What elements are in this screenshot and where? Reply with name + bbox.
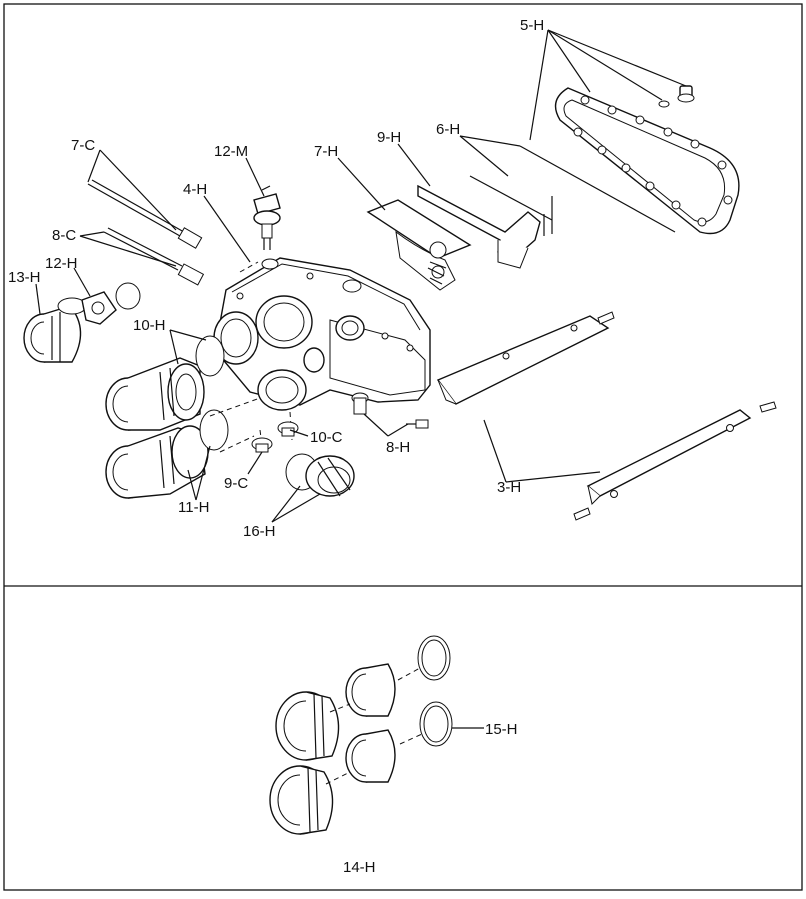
- part-6h-gasket: [469, 145, 676, 234]
- part-4h-valve-body: [213, 257, 431, 411]
- label-11h: 11-H: [178, 499, 209, 516]
- part-7c-cable: [87, 179, 203, 249]
- label-7c: 7-C: [71, 137, 95, 154]
- label-16h: 16-H: [243, 523, 276, 540]
- leader-lines: [35, 29, 687, 523]
- part-12h-fitting: [57, 282, 141, 325]
- label-3h: 3-H: [497, 479, 521, 496]
- part-10c-sensor: [277, 421, 299, 437]
- part-10h-adapter: [105, 335, 225, 431]
- part-9h-bracket: [417, 184, 545, 269]
- label-13h: 13-H: [8, 269, 41, 286]
- part-14h-union-nut-upper: [275, 691, 340, 761]
- label-9h: 9-H: [377, 129, 401, 146]
- part-14h-tailpiece-upper: [345, 663, 396, 717]
- label-5h: 5-H: [520, 17, 544, 34]
- label-12h: 12-H: [45, 255, 78, 272]
- part-15h-o-rings: [417, 635, 453, 747]
- outer-frame: [3, 3, 803, 891]
- part-7h-cover: [366, 199, 472, 291]
- part-8c-cable: [103, 227, 205, 286]
- part-3h-bracket: [436, 311, 777, 521]
- part-14h-tailpiece-lower: [345, 729, 396, 783]
- part-9c-sensor: [251, 437, 273, 453]
- part-labels: 5-H 12-M 7-H 9-H 6-H 7-C 4-H 8-C 12-H 13…: [8, 17, 544, 876]
- alignment-lines-bottom: [325, 667, 484, 785]
- part-5h-cover-plate: [554, 85, 740, 235]
- part-14h-union-nut-lower: [269, 765, 334, 835]
- label-15h: 15-H: [485, 721, 518, 738]
- label-9c: 9-C: [224, 475, 248, 492]
- label-10h: 10-H: [133, 317, 166, 334]
- part-8h-fitting: [351, 392, 429, 429]
- label-6h: 6-H: [436, 121, 460, 138]
- label-8h: 8-H: [386, 439, 410, 456]
- part-13h-cap: [23, 305, 82, 363]
- label-14h: 14-H: [343, 859, 376, 876]
- part-12m-switch: [253, 185, 281, 250]
- label-10c: 10-C: [310, 429, 343, 446]
- part-16h-strainer: [285, 453, 355, 497]
- label-8c: 8-C: [52, 227, 76, 244]
- label-12m: 12-M: [214, 143, 248, 160]
- label-7h: 7-H: [314, 143, 338, 160]
- label-4h: 4-H: [183, 181, 207, 198]
